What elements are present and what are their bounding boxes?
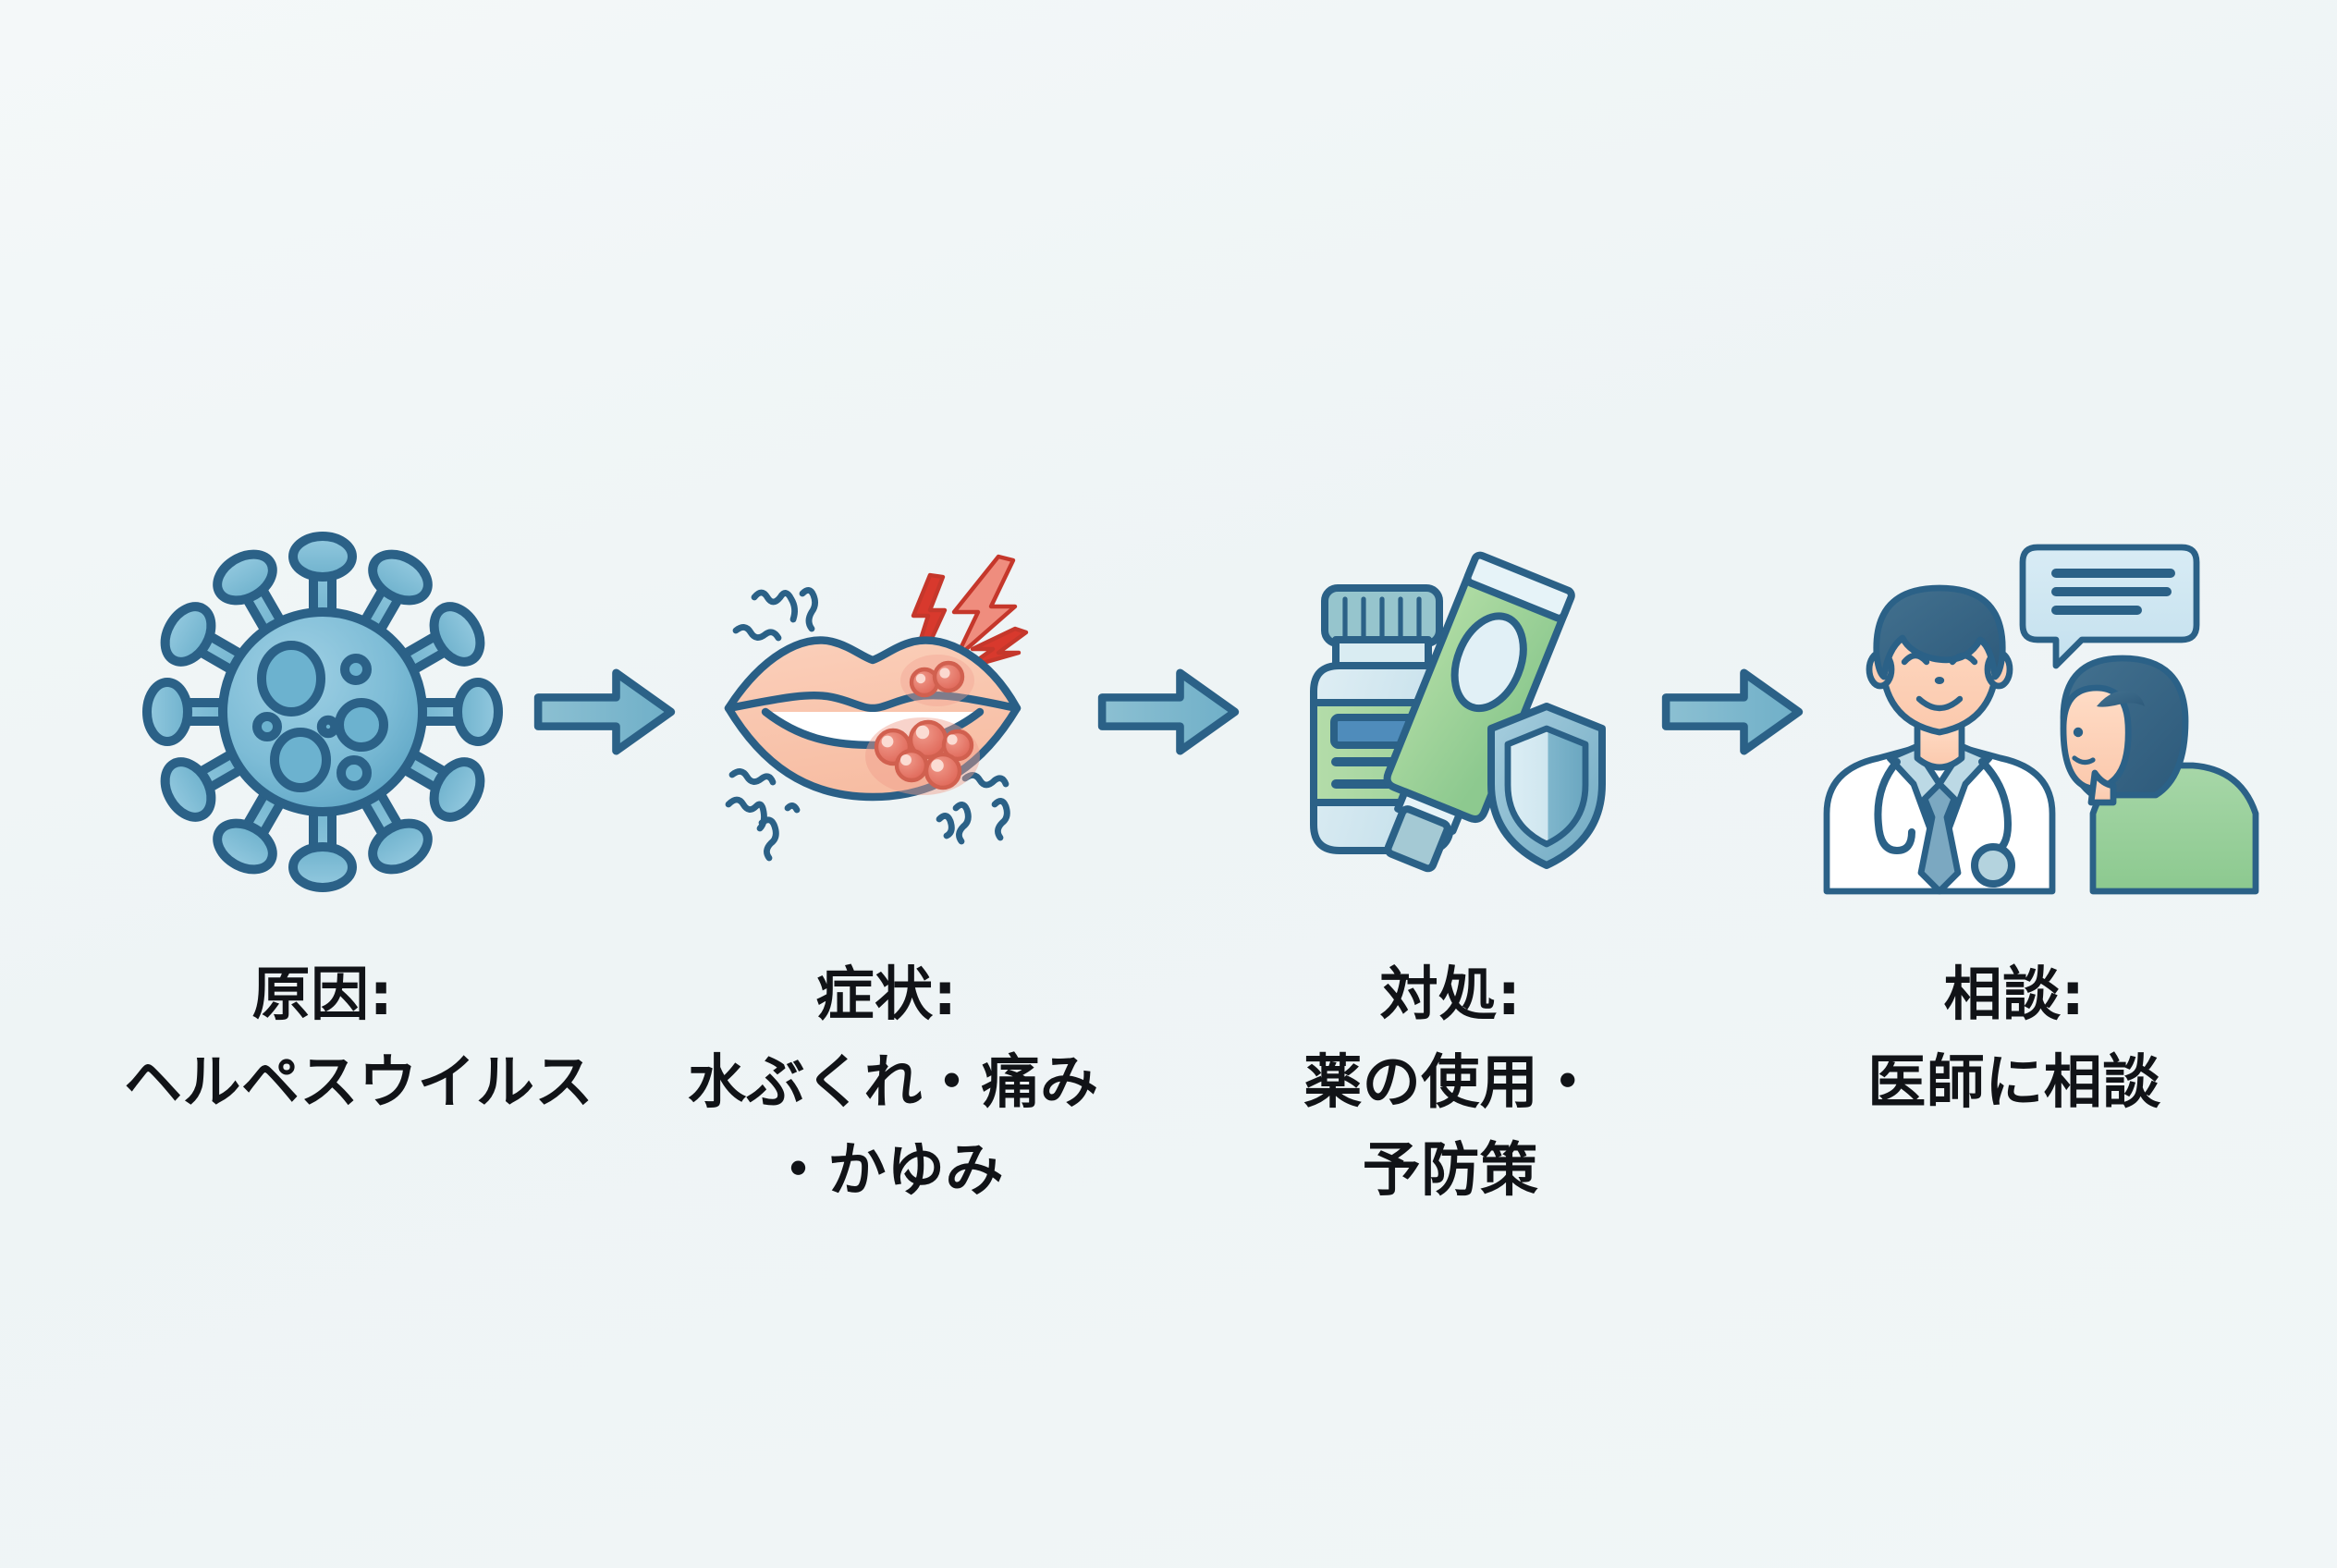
labels-row: 原因: ヘルペスウイルス 症状: 水ぶくれ・痛み ・かゆみ 対処: 薬の使用・ … bbox=[0, 950, 2337, 1214]
step-icon-treatment bbox=[1252, 545, 1649, 878]
label-line: 薬の使用・ bbox=[1303, 1048, 1597, 1116]
pain-bolt-icon bbox=[911, 554, 1029, 670]
label-line: 医師に相談 bbox=[1867, 1048, 2161, 1116]
label-line: ヘルペスウイルス bbox=[124, 1048, 593, 1116]
doctor-figure bbox=[1823, 584, 2056, 895]
label-line: 対処: bbox=[1379, 961, 1522, 1028]
medicine-icon bbox=[1310, 551, 1606, 873]
arrow-right-icon bbox=[533, 668, 676, 755]
step-label-consult: 相談: 医師に相談 bbox=[1816, 950, 2213, 1126]
step-label-cause: 原因: ヘルペスウイルス bbox=[124, 950, 593, 1126]
connector-arrow-3 bbox=[1649, 545, 1816, 878]
label-line: ・かゆみ bbox=[769, 1136, 1004, 1204]
step-label-treatment: 対処: 薬の使用・ 予防策 bbox=[1252, 950, 1649, 1214]
connector-arrow-2 bbox=[1085, 545, 1252, 878]
connector-arrow-1 bbox=[521, 545, 688, 878]
ointment-tube-icon bbox=[1383, 551, 1575, 873]
arrow-right-icon bbox=[1661, 668, 1804, 755]
step-label-symptoms: 症状: 水ぶくれ・痛み ・かゆみ bbox=[688, 950, 1099, 1214]
label-line: 症状: bbox=[815, 961, 958, 1028]
step-icon-cause bbox=[124, 532, 521, 892]
flow-row bbox=[0, 532, 2337, 895]
speech-bubble-icon bbox=[2019, 544, 2200, 669]
patient-figure bbox=[2060, 655, 2259, 895]
itch-squiggle-icon bbox=[725, 768, 801, 862]
blister-cluster-icon bbox=[900, 655, 974, 706]
label-line: 予防策 bbox=[1362, 1136, 1539, 1204]
lips-blisters-icon bbox=[724, 554, 1029, 862]
doctor-patient-icon bbox=[1823, 544, 2259, 895]
blister-cluster-icon bbox=[865, 717, 980, 795]
arrow-right-icon bbox=[1097, 668, 1240, 755]
label-line: 相談: bbox=[1943, 961, 2086, 1028]
label-line: 原因: bbox=[251, 961, 394, 1028]
step-icon-symptoms bbox=[688, 545, 1085, 878]
step-icon-consult bbox=[1816, 544, 2259, 895]
label-line: 水ぶくれ・痛み bbox=[688, 1048, 1099, 1116]
virus-icon bbox=[142, 532, 503, 892]
itch-squiggle-icon bbox=[936, 772, 1010, 845]
shield-icon bbox=[1487, 703, 1606, 869]
itch-squiggle-icon bbox=[732, 587, 818, 642]
